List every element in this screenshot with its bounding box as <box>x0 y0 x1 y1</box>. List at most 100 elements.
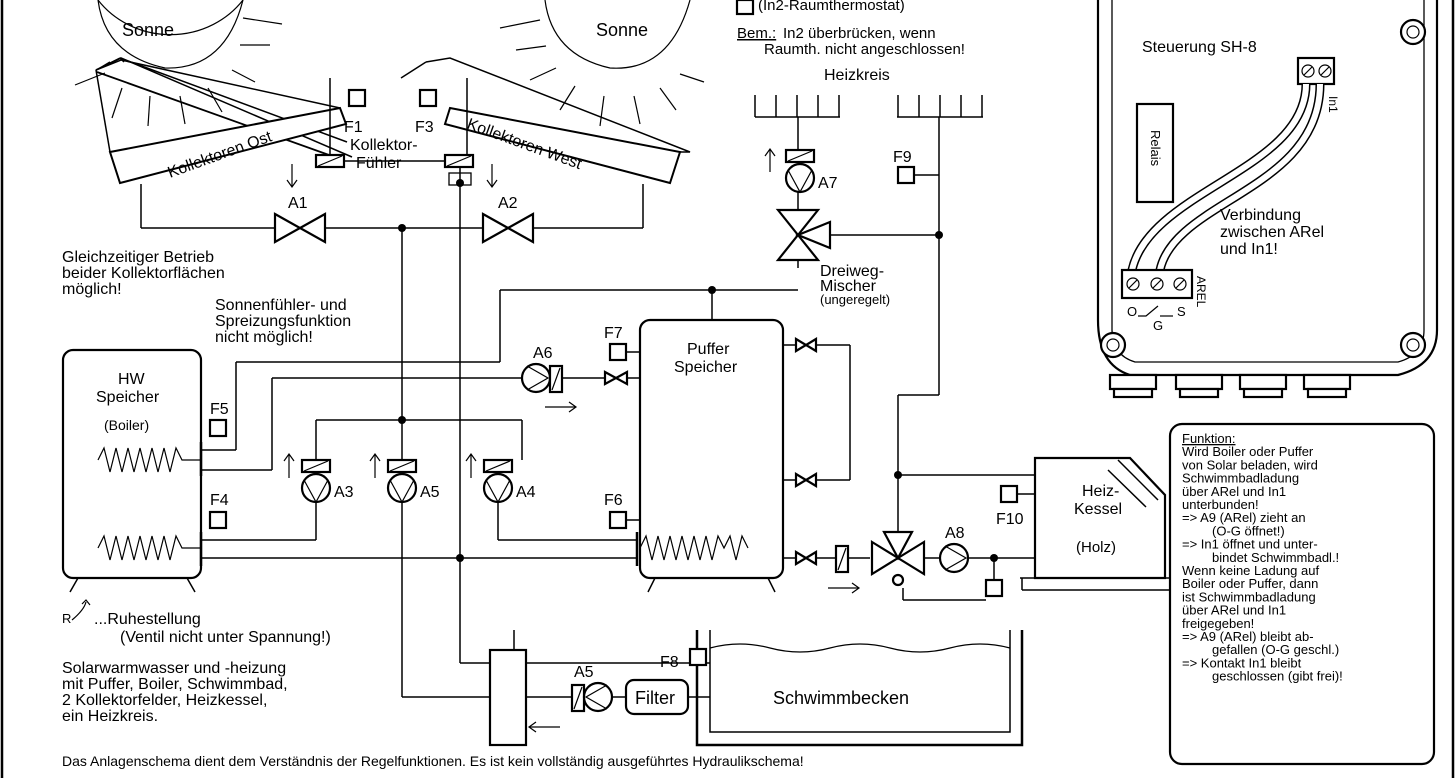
pump-a5-pool-label: A5 <box>574 664 594 681</box>
controller-relais <box>1135 102 1175 204</box>
terminal-s-label: S <box>1177 304 1186 319</box>
spread-3: nicht möglich! <box>215 329 313 346</box>
terminal-in1-label-v: In1 <box>1326 96 1340 113</box>
hw-label-2: Speicher <box>96 389 160 406</box>
function-line: Funktion: <box>1182 431 1235 446</box>
controller-conn-2: zwischen ARel <box>1220 224 1324 241</box>
function-line: Wird Boiler oder Puffer <box>1182 444 1314 459</box>
radiator-right <box>897 95 983 118</box>
sensor-f7 <box>608 342 628 362</box>
terminal-g-label: G <box>1153 318 1163 333</box>
rest-label-1: ...Ruhestellung <box>94 611 201 628</box>
collector-east-panel <box>108 106 348 185</box>
sensor-f8 <box>688 647 708 667</box>
buffer-coil <box>639 534 749 561</box>
sensor-f1 <box>347 88 367 108</box>
valve-3way-boiler <box>870 530 926 587</box>
sun-left-label: Sonne <box>122 20 174 40</box>
boiler-label-1: Heiz- <box>1082 483 1119 500</box>
note-line-1: In2 überbrücken, wenn <box>783 25 936 42</box>
function-line: => A9 (ARel) zieht an <box>1182 510 1306 525</box>
controller-relais-label: Relais <box>1148 130 1163 167</box>
pump-a3-group <box>283 452 332 504</box>
sun-left <box>97 0 244 36</box>
pool-label: Schwimmbecken <box>773 688 909 708</box>
summary-1: Solarwarmwasser und -heizung <box>62 660 286 677</box>
boiler-label-2: Kessel <box>1074 501 1122 518</box>
hw-label-3: (Boiler) <box>104 417 149 433</box>
sensor-f3-label: F3 <box>415 119 434 136</box>
note-head: Bem.: <box>737 25 776 42</box>
radiator-left <box>754 95 840 118</box>
collector-west-panel <box>443 106 682 185</box>
sensor-f4-label: F4 <box>210 492 229 509</box>
function-line: freigegeben! <box>1182 616 1254 631</box>
simultaneous-1: Gleichzeitiger Betrieb <box>62 249 214 266</box>
sensor-f6-label: F6 <box>604 492 623 509</box>
sun-right-arc <box>544 0 691 69</box>
terminal-in1 <box>1296 56 1336 86</box>
sensor-f1-label: F1 <box>344 119 363 136</box>
check-valve-buffer-r2 <box>794 472 818 488</box>
pump-a3-label: A3 <box>334 484 354 501</box>
buffer-storage-tank <box>638 318 785 593</box>
check-valve-buffer-r1 <box>794 337 818 353</box>
sensor-f9 <box>896 165 916 185</box>
sensor-f7-label: F7 <box>604 325 623 342</box>
check-valve-buffer-top <box>603 370 629 386</box>
function-line: bindet Schwimmbadl.! <box>1212 550 1339 565</box>
summary-4: ein Heizkreis. <box>62 708 158 725</box>
function-line: => A9 (ARel) bleibt ab- <box>1182 629 1314 644</box>
pump-a5-group <box>369 452 418 504</box>
terminal-o-label: O <box>1127 304 1137 319</box>
pool-heat-exchanger <box>488 648 528 747</box>
pump-a7-label: A7 <box>818 175 838 192</box>
function-line: geschlossen (gibt frei)! <box>1212 669 1343 684</box>
function-line: Wenn keine Ladung auf <box>1182 563 1319 578</box>
wood-boiler <box>1020 456 1180 591</box>
mixer-3way <box>775 208 832 262</box>
rest-symbol: R <box>62 611 71 626</box>
valve-a2-label: A2 <box>498 195 518 212</box>
summary-2: mit Puffer, Boiler, Schwimmbad, <box>62 676 288 693</box>
function-line: ist Schwimmbadladung <box>1182 589 1316 604</box>
function-line: gefallen (O-G geschl.) <box>1212 642 1339 657</box>
pump-a5-pool <box>582 681 614 713</box>
controller-title: Steuerung SH-8 <box>1142 39 1257 56</box>
sensor-boiler-return <box>984 578 1004 598</box>
hw-upper-coil <box>97 446 202 473</box>
mixer-label-1: Dreiweg- <box>820 263 884 280</box>
pump-a6 <box>520 362 552 394</box>
function-line: => In1 öffnet und unter- <box>1182 537 1318 552</box>
sun-left-rays <box>74 17 283 127</box>
simultaneous-2: beider Kollektorflächen <box>62 265 225 282</box>
sensor-f8-label: F8 <box>660 654 679 671</box>
pump-a8 <box>938 542 970 574</box>
sensor-f10-label: F10 <box>996 511 1024 528</box>
buffer-label-1: Puffer <box>687 341 730 358</box>
thermostat-sensor <box>735 0 755 16</box>
footer-note: Das Anlagenschema dient dem Verständnis … <box>62 753 804 769</box>
summary-3: 2 Kollektorfelder, Heizkessel, <box>62 692 267 709</box>
controller-conn-3: und In1! <box>1220 241 1278 258</box>
hw-label-1: HW <box>118 371 146 388</box>
boiler-label-3: (Holz) <box>1076 539 1116 556</box>
valve-a2 <box>481 212 535 244</box>
collector-sensor-label-2: Fühler <box>356 155 402 172</box>
function-line: Boiler oder Puffer, dann <box>1182 576 1318 591</box>
valve-a1-label: A1 <box>288 195 308 212</box>
function-line: => Kontakt In1 bleibt <box>1182 655 1302 670</box>
function-line: (O-G öffnet!) <box>1212 523 1285 538</box>
sensor-f9-label: F9 <box>893 149 912 166</box>
function-line: über ARel und In1 <box>1182 484 1286 499</box>
swimming-pool <box>695 630 1024 747</box>
function-line: von Solar beladen, wird <box>1182 457 1318 472</box>
simultaneous-3: möglich! <box>62 281 122 298</box>
rest-label-2: (Ventil nicht unter Spannung!) <box>120 629 331 646</box>
sun-right-label: Sonne <box>596 20 648 40</box>
sensor-f3 <box>418 88 438 108</box>
check-valve-buffer-r3 <box>794 550 818 566</box>
terminal-arel-label: AREL <box>1194 276 1208 308</box>
